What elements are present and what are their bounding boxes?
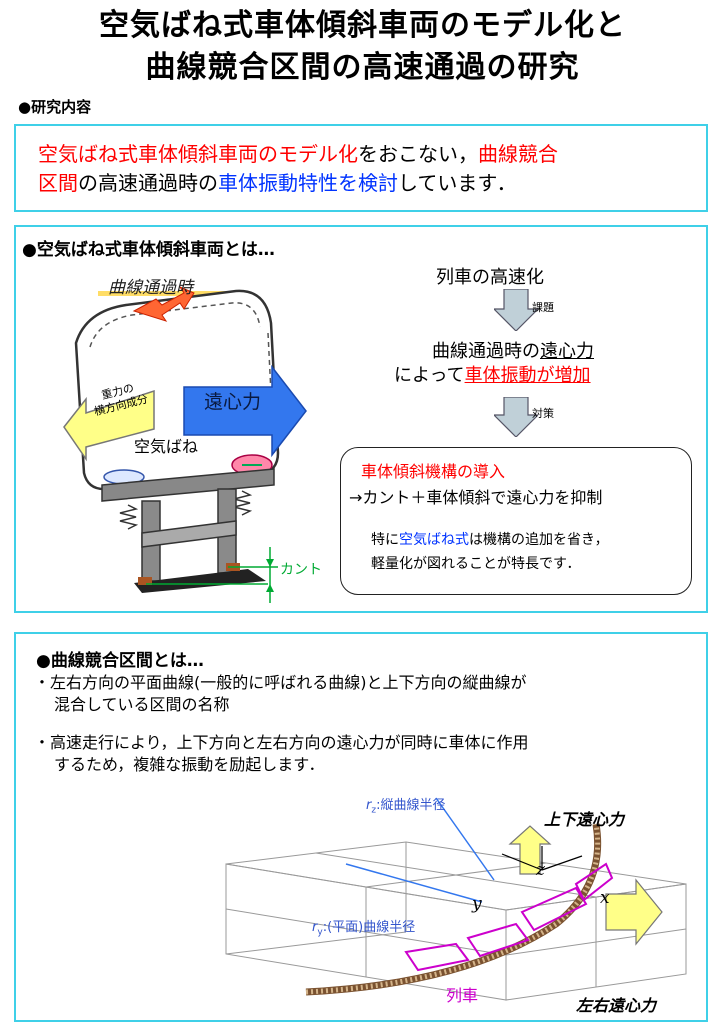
speedup-text: 列車の高速化 (436, 267, 544, 288)
plane-curve-radius-label: ry:(平面)曲線半径 (312, 920, 416, 938)
train-label: 列車 (446, 986, 479, 1005)
research-heading: ●研究内容 (18, 98, 92, 116)
air-spring-note: 特に空気ばね式は機構の追加を省き， 軽量化が図れることが特長です． (371, 532, 609, 572)
axis-y-label: y (472, 894, 482, 914)
issue-label: 課題 (532, 301, 554, 314)
centrifugal-line: 曲線通過時の遠心力 (432, 341, 594, 362)
tilting-mechanism-effect: →カント＋車体傾斜で遠心力を抑制 (349, 488, 603, 507)
tilting-mechanism-box: 車体傾斜機構の導入 →カント＋車体傾斜で遠心力を抑制 特に空気ばね式は機構の追加… (340, 447, 692, 595)
research-panel: 空気ばね式車体傾斜車両のモデル化をおこない，曲線競合 区間の高速通過時の車体振動… (14, 124, 708, 212)
competing-curve-diagram (225, 797, 687, 1001)
tilting-vehicle-panel: ●空気ばね式車体傾斜車両とは… (14, 225, 708, 613)
axis-z-label: z (536, 860, 545, 880)
research-text: 空気ばね式車体傾斜車両のモデル化をおこない，曲線競合 区間の高速通過時の車体振動… (38, 142, 558, 195)
definition-bullet: ・左右方向の平面曲線(一般的に呼ばれる曲線)と上下方向の縦曲線が 混合している区… (34, 673, 527, 714)
tilting-vehicle-heading: ●空気ばね式車体傾斜車両とは… (22, 240, 275, 260)
centrifugal-force-label: 遠心力 (204, 391, 262, 413)
vertical-curve-radius-label: rz:縦曲線半径 (366, 798, 446, 816)
air-spring-label: 空気ばね (134, 437, 199, 456)
cant-label: カント (280, 562, 322, 578)
tilting-mechanism-heading: 車体傾斜機構の導入 (361, 462, 506, 481)
page-title-line1: 空気ばね式車体傾斜車両のモデル化と (99, 8, 626, 43)
vertical-centrifugal-label: 上下遠心力 (544, 810, 625, 829)
issue-down-arrow-icon (494, 289, 538, 331)
vibration-bullet: ・高速走行により，上下方向と左右方向の遠心力が同時に車体に作用 するため，複雑な… (34, 733, 529, 774)
measure-label: 対策 (532, 407, 554, 420)
curve-pass-label: 曲線通過時 (108, 278, 193, 298)
competing-curve-heading: ●曲線競合区間とは… (36, 651, 204, 671)
page-title-line2: 曲線競合区間の高速通過の研究 (145, 50, 580, 85)
tilting-car-illustration (63, 285, 307, 603)
lateral-centrifugal-label: 左右遠心力 (576, 996, 657, 1015)
competing-curve-panel: ●曲線競合区間とは… ・左右方向の平面曲線(一般的に呼ばれる曲線)と上下方向の縦… (14, 632, 708, 1022)
measure-down-arrow-icon (494, 397, 538, 437)
vibration-line: によって車体振動が増加 (394, 365, 591, 386)
axis-x-label: x (600, 888, 610, 908)
